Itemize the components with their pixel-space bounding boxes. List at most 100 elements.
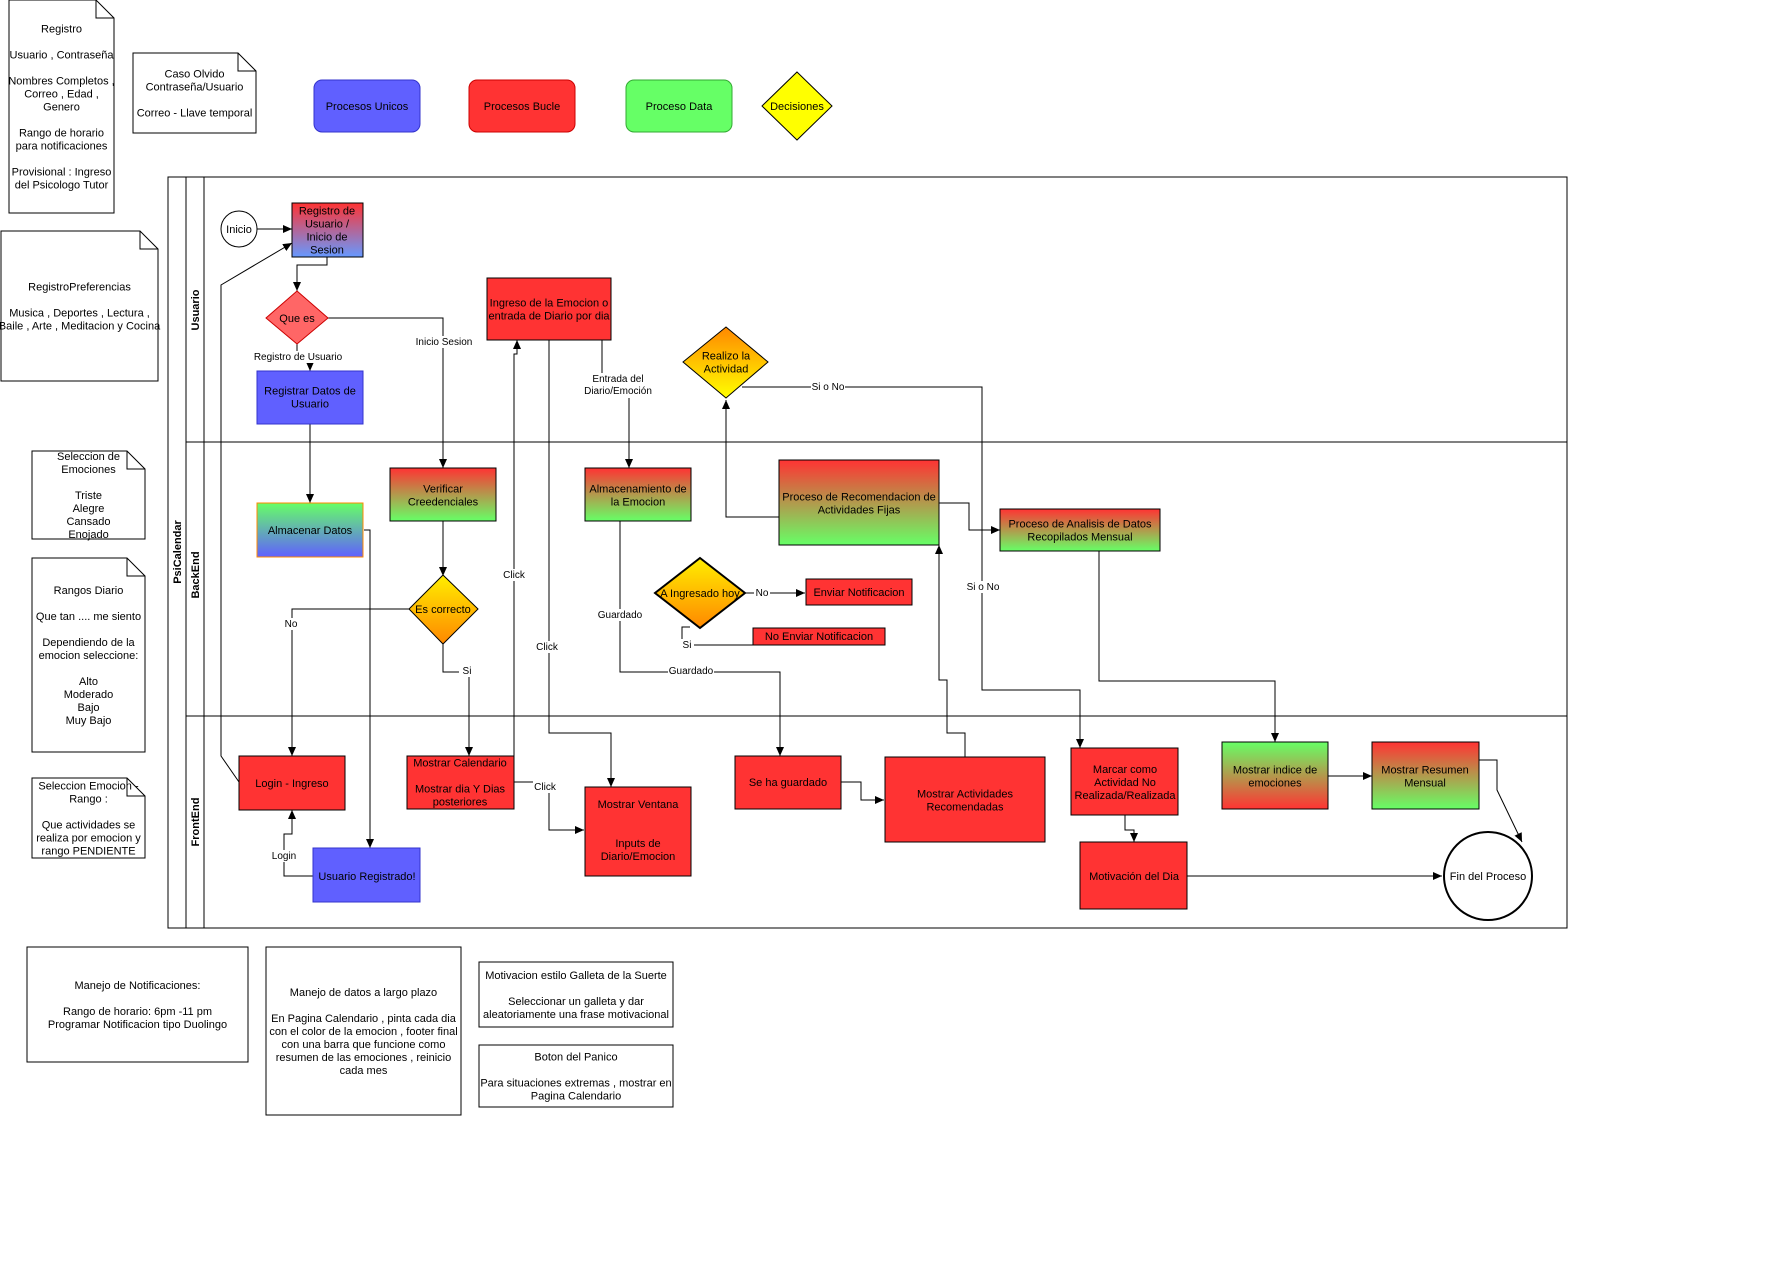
text-line: Se ha guardado [749,777,827,789]
legend-decision-swatch [761,71,833,141]
note-registro: Registro Usuario , Contraseña Nombres Co… [8,0,115,214]
no-enviar-notificacion-node[interactable] [752,627,886,646]
lane-frontend-title: FrontEnd [190,798,202,847]
text-line: Realizada/Realizada [1075,790,1177,802]
mostrar-actividades-node[interactable] [884,756,1046,843]
legend-data-label: Proceso Data [646,101,714,113]
text-line: Usuario Registrado! [318,871,415,883]
text-line [574,1065,577,1077]
note-border [8,0,115,214]
end-event[interactable] [1443,831,1533,921]
text-line: Genero [43,102,80,114]
text-line: Provisional : Ingreso [12,167,112,179]
que-es-label: Que es [279,313,315,325]
text-line: Motivacion estilo Galleta de la Suerte [485,970,667,982]
text-line: Actividades Fijas [818,505,901,517]
text-line: con el color de la emocion , footer fina… [269,1026,457,1038]
text-line: emociones [1248,778,1302,790]
edge-usuarioreg-login [283,810,313,877]
text-line: RegistroPreferencias [28,282,131,294]
edge-label-registro-usuario: Registro de Usuario [254,352,343,363]
enviar-notificacion-node[interactable] [805,578,913,606]
text-line: En Pagina Calendario , pinta cada dia [271,1013,457,1025]
text-line: Mostrar Ventana [598,799,680,811]
text-line: Dependiendo de la [42,637,135,649]
ingreso-emocion-node[interactable] [486,277,612,341]
text-line: Diario/Emocion [601,851,676,863]
note-border [265,946,462,1116]
text-line [636,825,639,837]
text-line: Ingreso de la Emocion o [490,298,609,310]
text-line: Creedenciales [408,497,479,509]
note-galleta: Motivacion estilo Galleta de la Suerte S… [478,961,674,1028]
edge-label-guardado-2: Guardado [669,666,714,677]
text-line: Marcar como [1093,764,1157,776]
analisis-datos-node[interactable] [999,508,1161,552]
marcar-actividad-node[interactable] [1070,747,1179,816]
text-line: la Emocion [611,497,665,509]
recomendacion-actividades-node[interactable] [778,459,940,546]
verificar-credenciales-node[interactable] [389,467,497,522]
registrar-datos-node[interactable] [256,370,364,425]
text-line [574,983,577,995]
edge-recomendacion-analisis [939,502,1000,534]
es-correcto-decision[interactable] [408,574,479,645]
text-line: Que actividades se [42,820,136,832]
text-line: Mostrar Calendario [413,758,507,770]
almacenamiento-emocion-node[interactable] [584,467,692,522]
realizo-actividad-decision[interactable] [682,326,769,399]
text-line: cada mes [340,1065,388,1077]
text-line: Triste [75,490,102,502]
text-line: Para situaciones extremas , mostrar en [480,1078,671,1090]
se-ha-guardado-label: Se ha guardado [749,777,827,789]
text-line: Enojado [68,529,108,541]
motivacion-dia-node[interactable] [1079,841,1188,910]
edge-realizo-marcar [742,386,1084,748]
text-line: Login - Ingreso [255,778,328,790]
ingresado-hoy-label: A Ingresado hoy [660,588,740,600]
text-line: Almacenamiento de [589,484,686,496]
text-line: Registro de [299,206,355,218]
mostrar-resumen-node[interactable] [1371,741,1480,810]
text-line: Proceso de Analisis de Datos [1008,519,1152,531]
text-line: realiza por emocion y [36,833,141,845]
text-line: Mensual [1404,778,1446,790]
ingresado-hoy-decision[interactable] [653,556,747,630]
motivacion-dia-label: Motivación del Dia [1089,871,1180,883]
text-line: Manejo de datos a largo plazo [290,987,437,999]
registro-inicio-sesion-node[interactable] [291,202,364,258]
mostrar-indice-node[interactable] [1221,741,1329,810]
start-event[interactable] [220,210,258,248]
note-datos-largo: Manejo de datos a largo plazo En Pagina … [265,946,462,1116]
edge-labels: Registro de Usuario Inicio Sesion Entrad… [254,336,1000,862]
login-ingreso-node[interactable] [238,755,346,811]
que-es-decision[interactable] [265,290,329,345]
legend: Procesos Unicos Procesos Bucle Proceso D… [313,71,833,141]
text-line: del Psicologo Tutor [15,180,109,192]
text-line: Registro [41,24,82,36]
edge-label-click-3: Click [534,782,557,793]
text-line: Moderado [64,689,114,701]
text-line [78,295,81,307]
almacenar-datos-node[interactable] [256,502,364,558]
text-line: con una barra que funcione como [282,1039,446,1051]
text-line: Fin del Proceso [1450,871,1526,883]
se-ha-guardado-node[interactable] [734,755,842,810]
edge-login-registro [220,242,293,783]
usuario-registrado-node[interactable] [312,847,421,903]
text-line: Rango de horario [19,128,104,140]
text-line [87,624,90,636]
start-event-label: Inicio [226,224,252,236]
edge-calendario-ventana [514,781,584,834]
note-border [26,946,249,1063]
mostrar-calendario-node[interactable] [406,755,515,810]
mostrar-ventana-node[interactable] [584,786,692,877]
note-border [478,961,674,1028]
